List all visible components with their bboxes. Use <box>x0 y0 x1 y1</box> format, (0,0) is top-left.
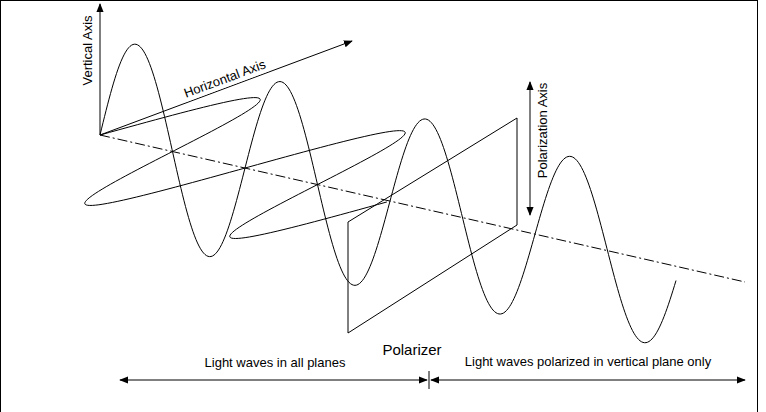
region-label: Light waves polarized in vertical plane … <box>463 355 713 370</box>
region-label: Light waves in all planes <box>203 356 348 371</box>
dimension-arrow <box>120 380 427 381</box>
polarizer-plate <box>348 118 517 333</box>
vertical-wave <box>100 44 676 343</box>
dimension-arrow <box>431 380 745 381</box>
propagation-axis <box>100 135 745 282</box>
polarization-axis-arrow <box>530 82 531 215</box>
dimension-tick <box>429 371 430 389</box>
axis-label: Horizontal Axis <box>180 56 270 101</box>
horizontal-axis-arrow <box>100 41 352 135</box>
horizontal-wave <box>85 98 405 239</box>
axis-label: Polarization Axis <box>537 80 552 179</box>
axis-label: Vertical Axis <box>81 13 96 87</box>
vertical-axis-arrow <box>100 4 101 135</box>
polarizer-label: Polarizer <box>380 341 443 358</box>
